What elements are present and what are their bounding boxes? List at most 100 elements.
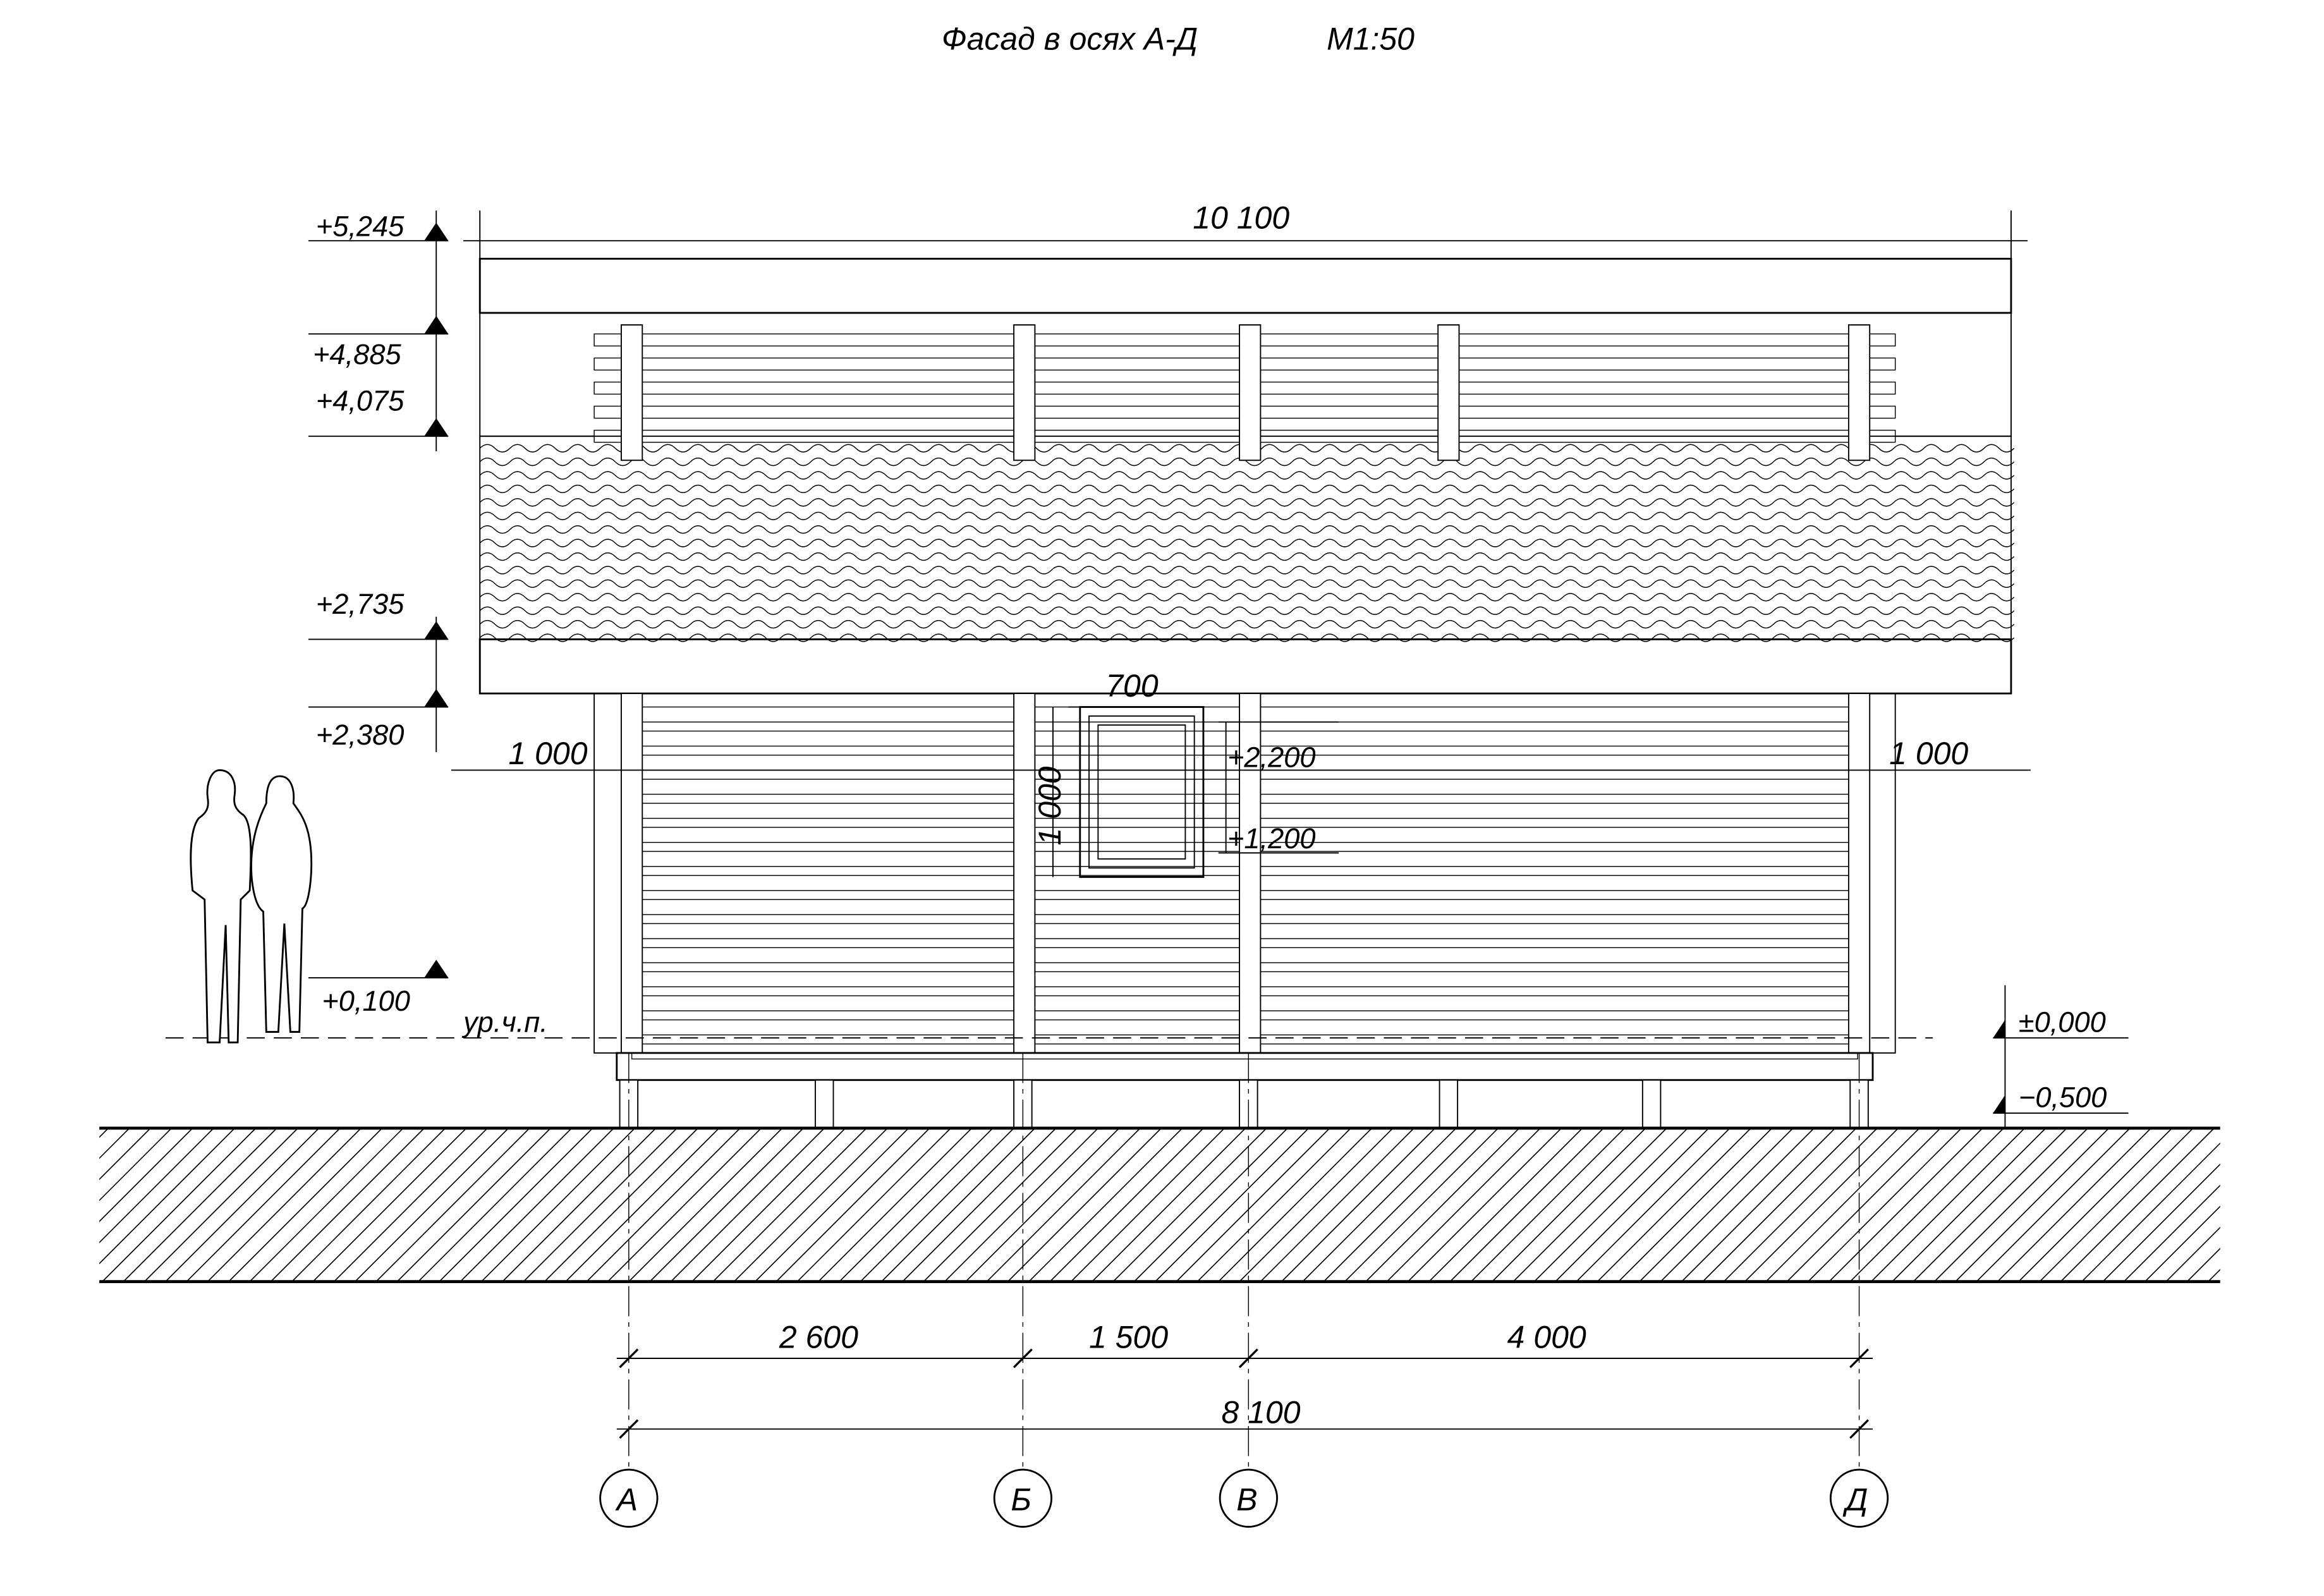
hatch-line: [1913, 1128, 2067, 1282]
hatch-line: [1786, 1128, 1941, 1282]
hatch-line: [1260, 1128, 1414, 1282]
hatch-line: [1470, 1128, 1625, 1282]
level-4885: +4,885: [313, 338, 401, 370]
roof-tile-row: [479, 633, 2015, 642]
roof-tile-row: [479, 511, 2015, 520]
hatch-line: [1428, 1128, 1583, 1282]
people-silhouettes: [190, 769, 313, 1044]
hatch-line: [839, 1128, 994, 1282]
hatch-line: [1196, 1128, 1351, 1282]
hatch-line: [670, 1128, 825, 1282]
hatch-line: [565, 1128, 720, 1282]
hatch-line: [1828, 1128, 1983, 1282]
hatch-line: [270, 1128, 425, 1282]
hatch-line: [1597, 1128, 1751, 1282]
hatch-line: [439, 1128, 593, 1282]
level-2735: +2,735: [316, 588, 405, 620]
hatch-line: [1765, 1128, 1920, 1282]
hatch-line: [1955, 1128, 2110, 1282]
hatch-line: [375, 1128, 530, 1282]
hatch-line: [502, 1128, 657, 1282]
hatch-line: [1133, 1128, 1288, 1282]
hatch-line: [2081, 1142, 2220, 1282]
hatch-line: [1933, 1128, 2088, 1282]
hatch-line: [986, 1128, 1141, 1282]
log-corner: [1239, 693, 1262, 1054]
hatch-line: [1386, 1128, 1541, 1282]
hatch-line: [1344, 1128, 1499, 1282]
dim-overall: 8 100: [1222, 1394, 1301, 1430]
level-mark: [1993, 1095, 2005, 1114]
roof-tile-row: [479, 566, 2015, 575]
hatch-line: [712, 1128, 867, 1282]
hatch-line: [1218, 1128, 1373, 1282]
hatch-line: [1176, 1128, 1330, 1282]
log-corner: [620, 693, 643, 1054]
level-2200: +2,200: [1227, 741, 1316, 774]
hatch-line: [1070, 1128, 1225, 1282]
roof-tile-row: [479, 579, 2015, 588]
dim-roof-width: 10 100: [1193, 200, 1289, 236]
hatch-line: [1808, 1128, 1962, 1282]
hatch-line: [99, 1128, 214, 1243]
axis-markers: А Б В Д: [599, 1468, 1889, 1528]
dim-span-bv: 1 500: [1089, 1319, 1168, 1355]
hatch-line: [796, 1128, 951, 1282]
hatch-line: [1408, 1128, 1562, 1282]
gable-log-corner: [1437, 324, 1460, 461]
gable-log-corner: [1013, 324, 1036, 461]
level-1200: +1,200: [1227, 822, 1316, 855]
dim-overhang-right: 1 000: [1889, 736, 1968, 771]
log-wall: [593, 324, 1896, 1060]
hatch-line: [2039, 1128, 2194, 1282]
hatch-line: [733, 1128, 888, 1282]
dim-window-height: 1 000: [1032, 766, 1068, 845]
roof-tile-row: [479, 593, 2015, 602]
hatch-line: [1028, 1128, 1183, 1282]
drawing-scale: М1:50: [1327, 21, 1414, 57]
axis-a: А: [615, 1482, 638, 1517]
hatch-line: [1533, 1128, 1688, 1282]
log-corner: [1013, 693, 1036, 1054]
roof-tile-row: [479, 552, 2015, 561]
hatch-line: [1555, 1128, 1710, 1282]
hatch-line: [1302, 1128, 1457, 1282]
hatch-line: [755, 1128, 910, 1282]
hatch-line: [628, 1128, 783, 1282]
pile: [1641, 1079, 1662, 1129]
hatch-line: [944, 1128, 1098, 1282]
hatch-line: [923, 1128, 1078, 1282]
tick: [619, 1419, 639, 1439]
hatch-line: [1007, 1128, 1162, 1282]
hatch-line: [1976, 1128, 2131, 1282]
hatch-line: [1512, 1128, 1667, 1282]
hatch-line: [143, 1128, 298, 1282]
hatch-line: [1871, 1128, 2025, 1282]
hatch-line: [1660, 1128, 1815, 1282]
hatch-line: [1639, 1128, 1794, 1282]
hatch-line: [207, 1128, 362, 1282]
dim-window-width: 700: [1105, 668, 1159, 704]
level-mark: [424, 959, 449, 978]
level-0000: ±0,000: [2019, 1006, 2106, 1039]
hatch-line: [396, 1128, 551, 1282]
level-2380: +2,380: [316, 719, 405, 751]
hatch-line: [607, 1128, 762, 1282]
hatch-line: [333, 1128, 488, 1282]
roof-tile-row: [479, 606, 2015, 615]
hatch-line: [1618, 1128, 1773, 1282]
hatch-line: [186, 1128, 341, 1282]
hatch-line: [2102, 1163, 2220, 1282]
hatch-line: [249, 1128, 404, 1282]
axis-v: В: [1236, 1482, 1257, 1517]
hatch-line: [818, 1128, 973, 1282]
tick: [619, 1348, 639, 1368]
ground-hatch: [99, 1126, 2220, 1283]
hatch-line: [165, 1128, 320, 1282]
hatch-line: [2165, 1226, 2220, 1282]
hatch-line: [586, 1128, 741, 1282]
dim-span-ab: 2 600: [779, 1319, 858, 1355]
hatch-line: [1576, 1128, 1731, 1282]
hatch-line: [1365, 1128, 1520, 1282]
